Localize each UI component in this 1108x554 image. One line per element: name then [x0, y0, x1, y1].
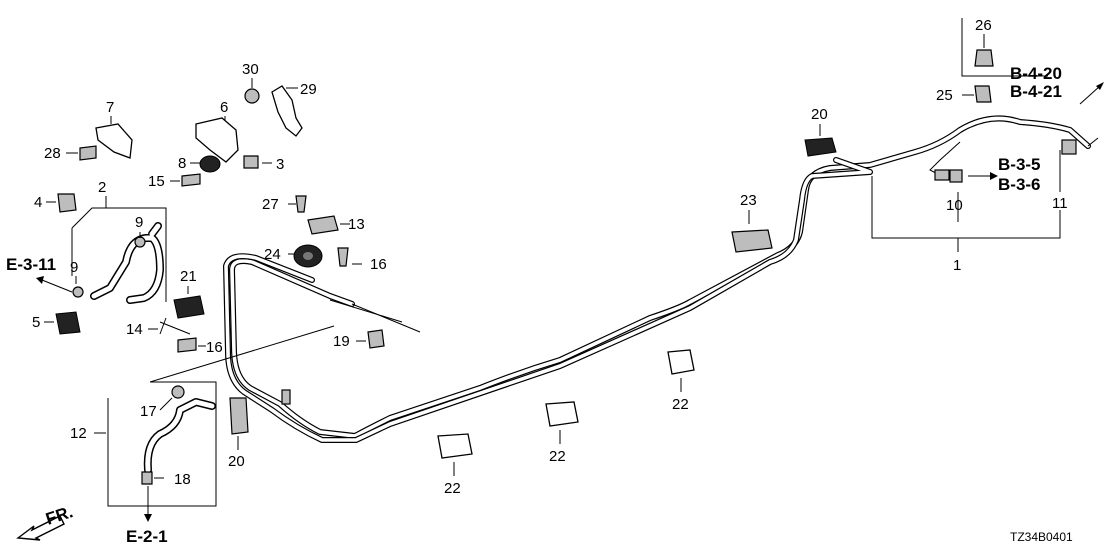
callout-label-16-upper: 16 [370, 256, 387, 273]
clip-5 [55, 311, 81, 335]
bracket-29 [271, 85, 303, 137]
clip-19 [367, 329, 385, 349]
front-arrow-icon [16, 515, 65, 541]
callout-label-25: 25 [936, 87, 953, 104]
clip-3 [243, 155, 259, 169]
callout-label-28: 28 [44, 145, 61, 162]
callout-label-20-lower: 20 [228, 453, 245, 470]
bracket-6-group: 6 8 3 15 [148, 99, 284, 190]
part-23: 23 [731, 192, 773, 253]
clamp-23 [731, 229, 773, 253]
ref-b-3-5: B-3-5 [998, 155, 1041, 174]
ref-e-3-11: E-3-11 [6, 255, 56, 274]
front-direction-arrow: FR. [16, 502, 75, 541]
hose-12-group: 12 17 18 E-2-1 [70, 325, 335, 546]
callout-label-24: 24 [264, 246, 281, 263]
clamp-20-upper [804, 137, 837, 157]
callout-label-6: 6 [220, 99, 228, 116]
part-20-upper: 20 [804, 106, 837, 157]
callout-label-10: 10 [946, 197, 963, 214]
callout-label-12: 12 [70, 425, 87, 442]
callout-label-19: 19 [333, 333, 350, 350]
clip-21-group: 21 14 16 [126, 268, 223, 356]
grommet-8 [199, 155, 221, 173]
bracket-7 [95, 123, 133, 159]
callout-label-8: 8 [178, 155, 186, 172]
callout-label-27: 27 [262, 196, 279, 213]
clip-cluster-13: 27 13 24 16 [262, 195, 387, 273]
callout-label-3: 3 [276, 156, 284, 173]
ref-b-3-6: B-3-6 [998, 175, 1041, 194]
bracket-6 [195, 117, 239, 163]
main-pipe-assembly [223, 115, 1099, 443]
bracket-7-group: 7 28 [44, 99, 133, 162]
callout-label-4: 4 [34, 194, 42, 211]
bracket-22-c [437, 433, 473, 459]
bracket-22-b [545, 401, 579, 427]
bolt-16-upper [337, 247, 349, 267]
callout-label-23: 23 [740, 192, 757, 209]
callout-label-11: 11 [1052, 195, 1068, 212]
ref-b-4-21: B-4-21 [1010, 82, 1062, 101]
callout-label-16-lower: 16 [206, 339, 223, 356]
clip-21 [173, 295, 205, 319]
callout-label-13: 13 [348, 216, 365, 233]
callout-label-30: 30 [242, 61, 259, 78]
part-19: 19 [333, 329, 385, 350]
clip-25 [974, 85, 992, 103]
hose-2-group: 2 9 9 E-3-11 [6, 179, 167, 304]
callout-label-22-c: 22 [444, 480, 461, 497]
callout-label-17: 17 [140, 403, 157, 420]
callout-label-29: 29 [300, 81, 317, 98]
ref-b4: 26 B-4-20 B-4-21 25 [936, 17, 1104, 105]
bolt-16-lower [177, 337, 197, 353]
front-label: FR. [43, 502, 75, 529]
callout-label-1: 1 [953, 257, 961, 274]
callout-label-20-upper: 20 [811, 106, 828, 123]
callout-label-7: 7 [106, 99, 114, 116]
part-20-lower: 20 [228, 397, 249, 470]
clip-4 [57, 193, 77, 213]
callout-label-21: 21 [180, 268, 197, 285]
clamp-20-lower [229, 397, 249, 435]
callout-label-9-lower: 9 [70, 259, 78, 276]
callout-label-22-b: 22 [549, 448, 566, 465]
clip-13 [307, 215, 339, 235]
bolt-15 [181, 173, 201, 187]
clip-10 [949, 169, 963, 183]
ref-e-2-1: E-2-1 [126, 527, 168, 546]
nut-30 [244, 88, 260, 104]
callout-label-15: 15 [148, 173, 165, 190]
callout-label-9-upper: 9 [135, 214, 143, 231]
callout-1: 1 10 11 [871, 150, 1068, 274]
bolt-27 [295, 195, 307, 213]
bolt-28 [79, 145, 97, 161]
bracket-22-a [667, 349, 695, 375]
ref-b3: B-3-5 B-3-6 [968, 155, 1041, 194]
callout-label-22-a: 22 [672, 396, 689, 413]
callout-label-2: 2 [98, 179, 106, 196]
callout-label-26: 26 [975, 17, 992, 34]
part-22-group: 22 22 22 [437, 349, 695, 497]
diagram-code: TZ34B0401 [1010, 530, 1073, 544]
callout-label-18: 18 [174, 471, 191, 488]
part-4: 4 [34, 193, 77, 213]
part-5: 5 [32, 311, 81, 335]
callout-label-5: 5 [32, 314, 40, 331]
clip-26 [974, 49, 994, 67]
callout-label-14: 14 [126, 321, 143, 338]
ref-b-4-20: B-4-20 [1010, 64, 1062, 83]
bracket-29-group: 30 29 [242, 61, 317, 137]
